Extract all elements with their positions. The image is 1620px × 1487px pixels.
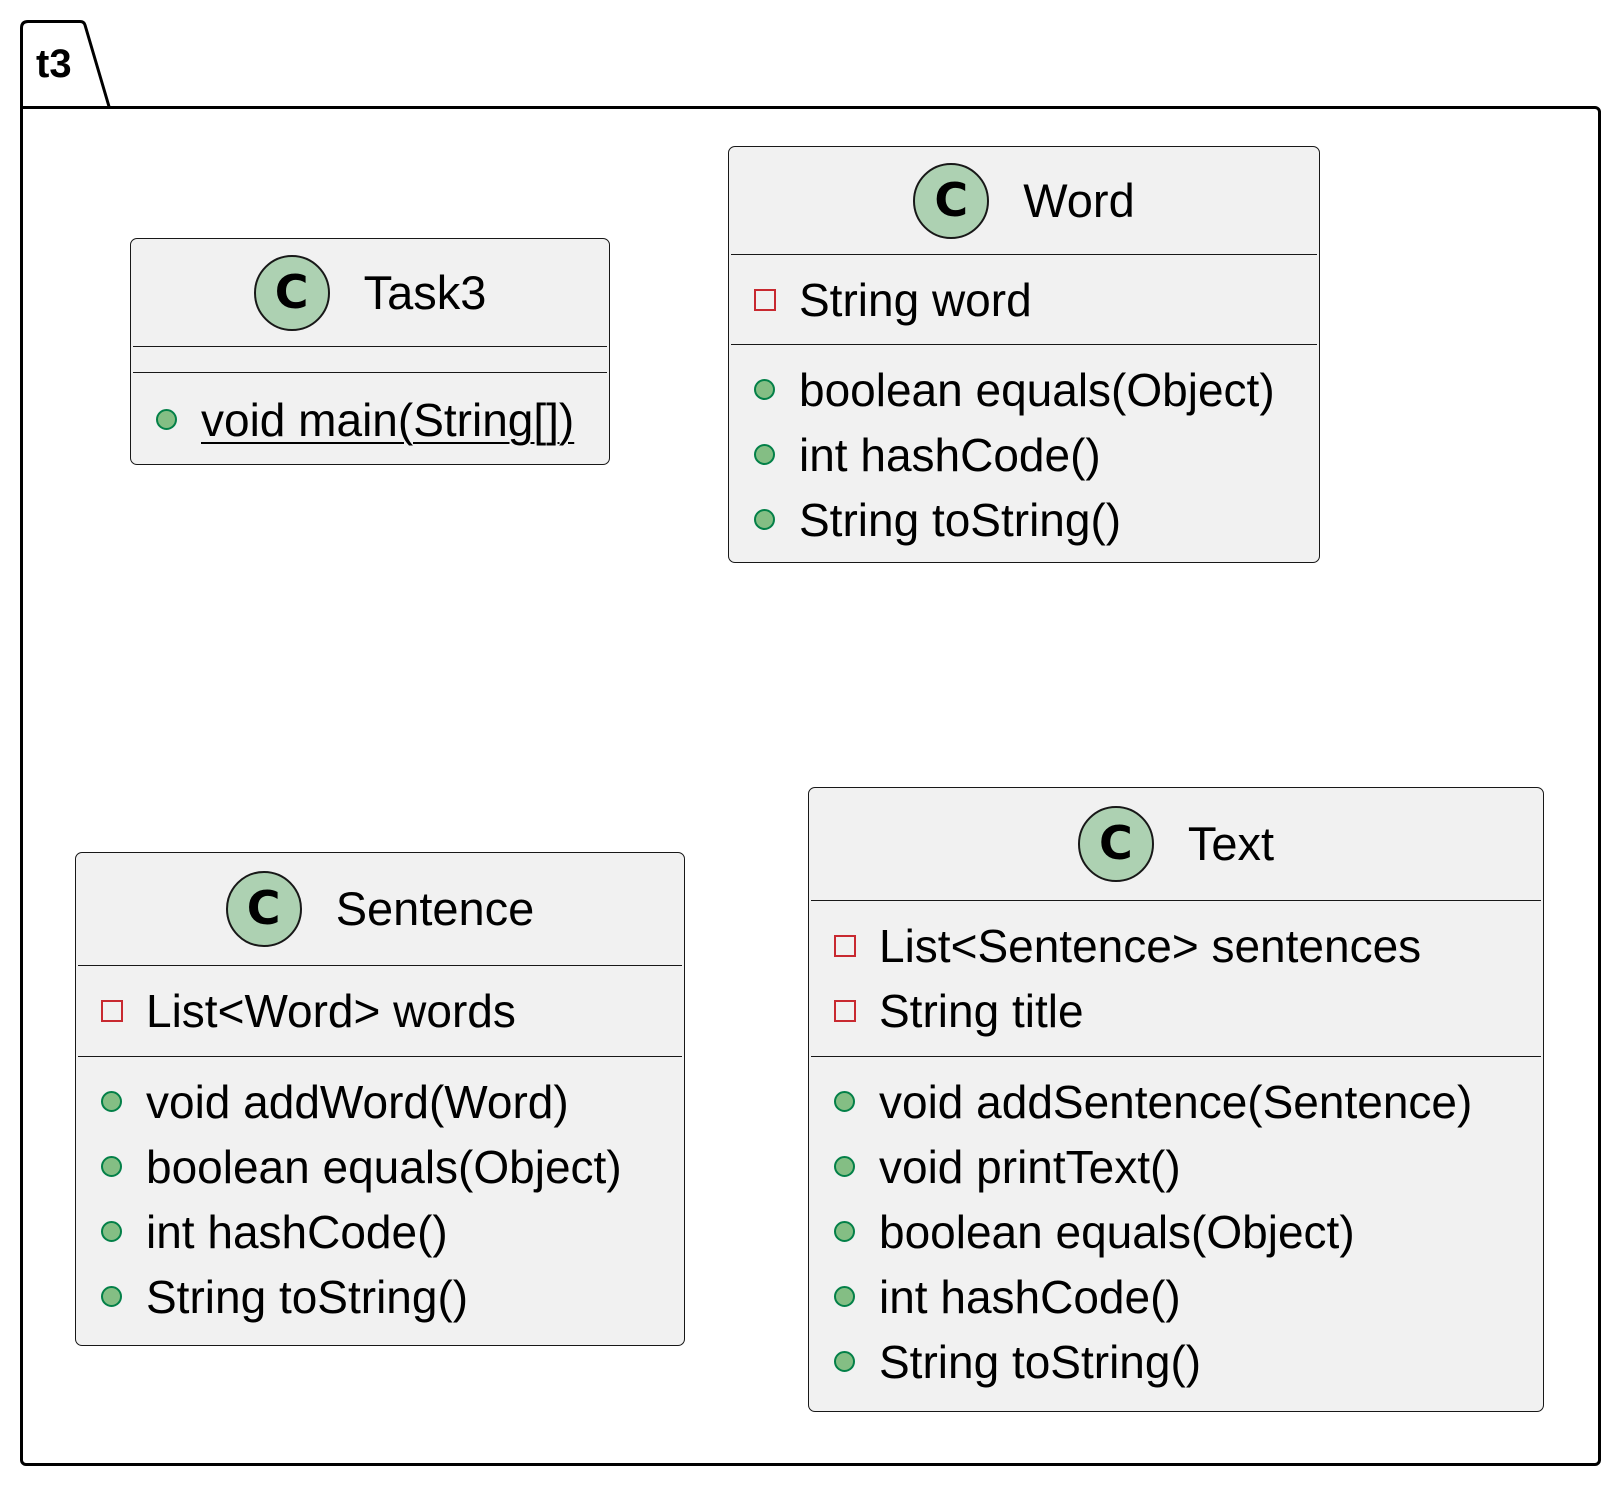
private-visibility-icon [834,934,856,957]
fields-section: List<Sentence> sentences String title [809,901,1543,1056]
method-text: String toString() [879,1335,1202,1388]
class-header: C Sentence [76,853,684,965]
fields-section [131,347,609,372]
public-visibility-icon [101,1286,122,1307]
field-row[interactable]: List<Word> words [76,978,684,1043]
method-text: boolean equals(Object) [879,1205,1355,1258]
method-row[interactable]: void main(String[]) [131,387,609,452]
public-visibility-icon [754,444,775,465]
field-row[interactable]: String word [729,267,1319,332]
field-row[interactable]: String title [809,978,1543,1043]
public-visibility-icon [834,1286,855,1307]
public-visibility-icon [834,1221,855,1242]
class-header: C Task3 [131,239,609,346]
methods-section: void main(String[]) [131,373,609,452]
method-text: int hashCode() [799,428,1101,481]
fields-divider [811,1056,1541,1057]
method-text: boolean equals(Object) [146,1140,622,1193]
private-visibility-icon [754,288,776,311]
fields-divider [731,344,1317,345]
header-divider [811,900,1541,901]
public-visibility-icon [101,1156,122,1177]
method-row[interactable]: boolean equals(Object) [809,1199,1543,1264]
method-text: int hashCode() [146,1205,448,1258]
class-stereotype-icon: C [1077,806,1154,882]
class-stereotype-icon: C [253,254,330,331]
method-text: String toString() [146,1270,469,1323]
class-header: C Word [729,147,1319,254]
private-visibility-icon [101,999,123,1022]
header-divider [133,346,607,347]
class-task3[interactable]: C Task3 void main(String[]) [130,238,610,465]
field-text: String title [879,984,1084,1037]
methods-section: void addSentence(Sentence) void printTex… [809,1057,1543,1394]
class-sentence[interactable]: C Sentence List<Word> words void addWord… [75,852,685,1346]
method-row[interactable]: String toString() [809,1329,1543,1394]
class-text[interactable]: C Text List<Sentence> sentences String t… [808,787,1544,1412]
public-visibility-icon [834,1091,855,1112]
method-text: void main(String[]) [201,393,575,446]
method-row[interactable]: void addSentence(Sentence) [809,1069,1543,1134]
methods-section: void addWord(Word) boolean equals(Object… [76,1057,684,1329]
public-visibility-icon [834,1351,855,1372]
fields-section: String word [729,255,1319,344]
field-row[interactable]: List<Sentence> sentences [809,913,1543,978]
field-text: String word [799,273,1032,326]
public-visibility-icon [101,1091,122,1112]
public-visibility-icon [754,379,775,400]
method-row[interactable]: int hashCode() [76,1199,684,1264]
class-stereotype-icon: C [225,871,302,947]
class-word[interactable]: C Word String word boolean equals(Object… [728,146,1320,563]
method-row[interactable]: void addWord(Word) [76,1069,684,1134]
method-row[interactable]: boolean equals(Object) [76,1134,684,1199]
method-row[interactable]: void printText() [809,1134,1543,1199]
class-name: Sentence [335,882,535,935]
method-row[interactable]: int hashCode() [729,422,1319,487]
method-row[interactable]: String toString() [729,487,1319,552]
method-text: boolean equals(Object) [799,363,1275,416]
package-name: t3 [36,42,72,86]
method-text: void addWord(Word) [146,1075,569,1128]
fields-divider [133,372,607,373]
methods-section: boolean equals(Object) int hashCode() St… [729,345,1319,552]
class-name: Word [1023,173,1135,227]
public-visibility-icon [834,1156,855,1177]
class-name: Task3 [363,265,487,319]
public-visibility-icon [754,509,775,530]
header-divider [731,254,1317,255]
package-tab [20,20,111,107]
package-tab-outline [20,20,111,107]
class-stereotype-icon: C [913,162,990,239]
class-header: C Text [809,788,1543,900]
private-visibility-icon [834,999,856,1022]
fields-divider [78,1056,682,1057]
method-row[interactable]: String toString() [76,1264,684,1329]
method-text: int hashCode() [879,1270,1181,1323]
method-row[interactable]: int hashCode() [809,1264,1543,1329]
field-text: List<Sentence> sentences [879,919,1422,972]
method-text: void addSentence(Sentence) [879,1075,1473,1128]
field-text: List<Word> words [146,984,516,1037]
header-divider [78,965,682,966]
fields-section: List<Word> words [76,966,684,1056]
method-row[interactable]: boolean equals(Object) [729,357,1319,422]
method-text: String toString() [799,493,1122,546]
class-name: Text [1187,817,1275,870]
method-text: void printText() [879,1140,1181,1193]
public-visibility-icon [156,409,177,430]
public-visibility-icon [101,1221,122,1242]
